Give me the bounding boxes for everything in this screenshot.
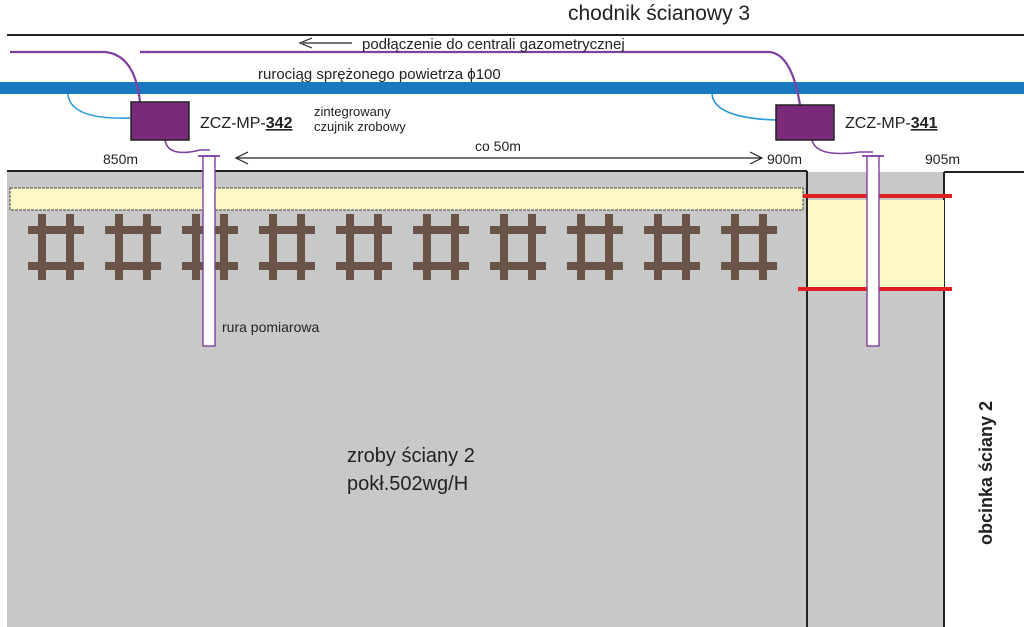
- support-post-right: [220, 214, 228, 280]
- blue-wire-left: [67, 93, 131, 119]
- support-beam-top: [567, 226, 623, 234]
- support-post-left: [577, 214, 585, 280]
- measuring-pipe-left: [202, 155, 216, 347]
- label-sensor-341: ZCZ-MP-341: [845, 115, 938, 132]
- label-right-gallery: obcinka ściany 2: [976, 401, 996, 545]
- label-dist-900: 900m: [767, 151, 802, 167]
- label-top-gallery: chodnik ścianowy 3: [568, 2, 750, 25]
- support-post-right: [143, 214, 151, 280]
- sensor-box-341: [775, 104, 835, 141]
- goaf-main-area: [7, 172, 807, 627]
- support-beam-top: [28, 226, 84, 234]
- support-post-right: [297, 214, 305, 280]
- label-gas-connection: podłączenie do centrali gazometrycznej: [362, 36, 625, 53]
- support-beam-top: [259, 226, 315, 234]
- label-goaf-2: pokł.502wg/H: [347, 473, 468, 495]
- support-post-left: [500, 214, 508, 280]
- support-post-left: [731, 214, 739, 280]
- support-beam-bottom: [644, 262, 700, 270]
- support-beam-top: [490, 226, 546, 234]
- support-post-left: [269, 214, 277, 280]
- label-spacing: co 50m: [475, 138, 521, 154]
- support-post-left: [192, 214, 200, 280]
- support-post-right: [605, 214, 613, 280]
- support-beam-bottom: [336, 262, 392, 270]
- support-beam-bottom: [490, 262, 546, 270]
- support-post-left: [38, 214, 46, 280]
- support-beam-top: [721, 226, 777, 234]
- support-beam-bottom: [567, 262, 623, 270]
- support-beam-top: [105, 226, 161, 234]
- spacing-arrow-right-head: [749, 151, 764, 165]
- support-post-right: [451, 214, 459, 280]
- support-beam-bottom: [721, 262, 777, 270]
- support-beam-bottom: [259, 262, 315, 270]
- measuring-pipe-right: [866, 155, 880, 347]
- support-beam-top: [336, 226, 392, 234]
- support-beam-bottom: [28, 262, 84, 270]
- support-post-left: [346, 214, 354, 280]
- label-air-pipe: rurociąg sprężonego powietrza ϕ100: [258, 66, 501, 83]
- support-beam-top: [644, 226, 700, 234]
- spacing-arrow-left-head: [234, 151, 249, 165]
- support-post-left: [115, 214, 123, 280]
- sensor-cable-left: [164, 139, 210, 154]
- support-post-left: [654, 214, 662, 280]
- label-dist-850: 850m: [103, 151, 138, 167]
- support-beam-bottom: [413, 262, 469, 270]
- support-beam-top: [413, 226, 469, 234]
- support-post-right: [374, 214, 382, 280]
- blue-wire-right: [711, 93, 777, 121]
- support-post-left: [423, 214, 431, 280]
- support-post-right: [759, 214, 767, 280]
- label-sensor-desc-2: czujnik zrobowy: [314, 119, 406, 134]
- gas-arrow-head: [298, 37, 313, 49]
- label-sensor-desc-1: zintegrowany: [314, 104, 391, 119]
- support-beam-bottom: [105, 262, 161, 270]
- label-dist-905: 905m: [925, 151, 960, 167]
- label-measuring-pipe: rura pomiarowa: [222, 319, 319, 335]
- sensor-box-342: [130, 101, 190, 141]
- gas-cable: [10, 50, 802, 106]
- roof-band: [9, 187, 804, 211]
- compressed-air-pipe: [0, 82, 1024, 94]
- support-post-right: [66, 214, 74, 280]
- sensor-cable-right: [811, 139, 873, 155]
- support-post-right: [528, 214, 536, 280]
- label-sensor-342: ZCZ-MP-342: [200, 115, 293, 132]
- label-goaf-1: zroby ściany 2: [347, 445, 475, 467]
- support-post-right: [682, 214, 690, 280]
